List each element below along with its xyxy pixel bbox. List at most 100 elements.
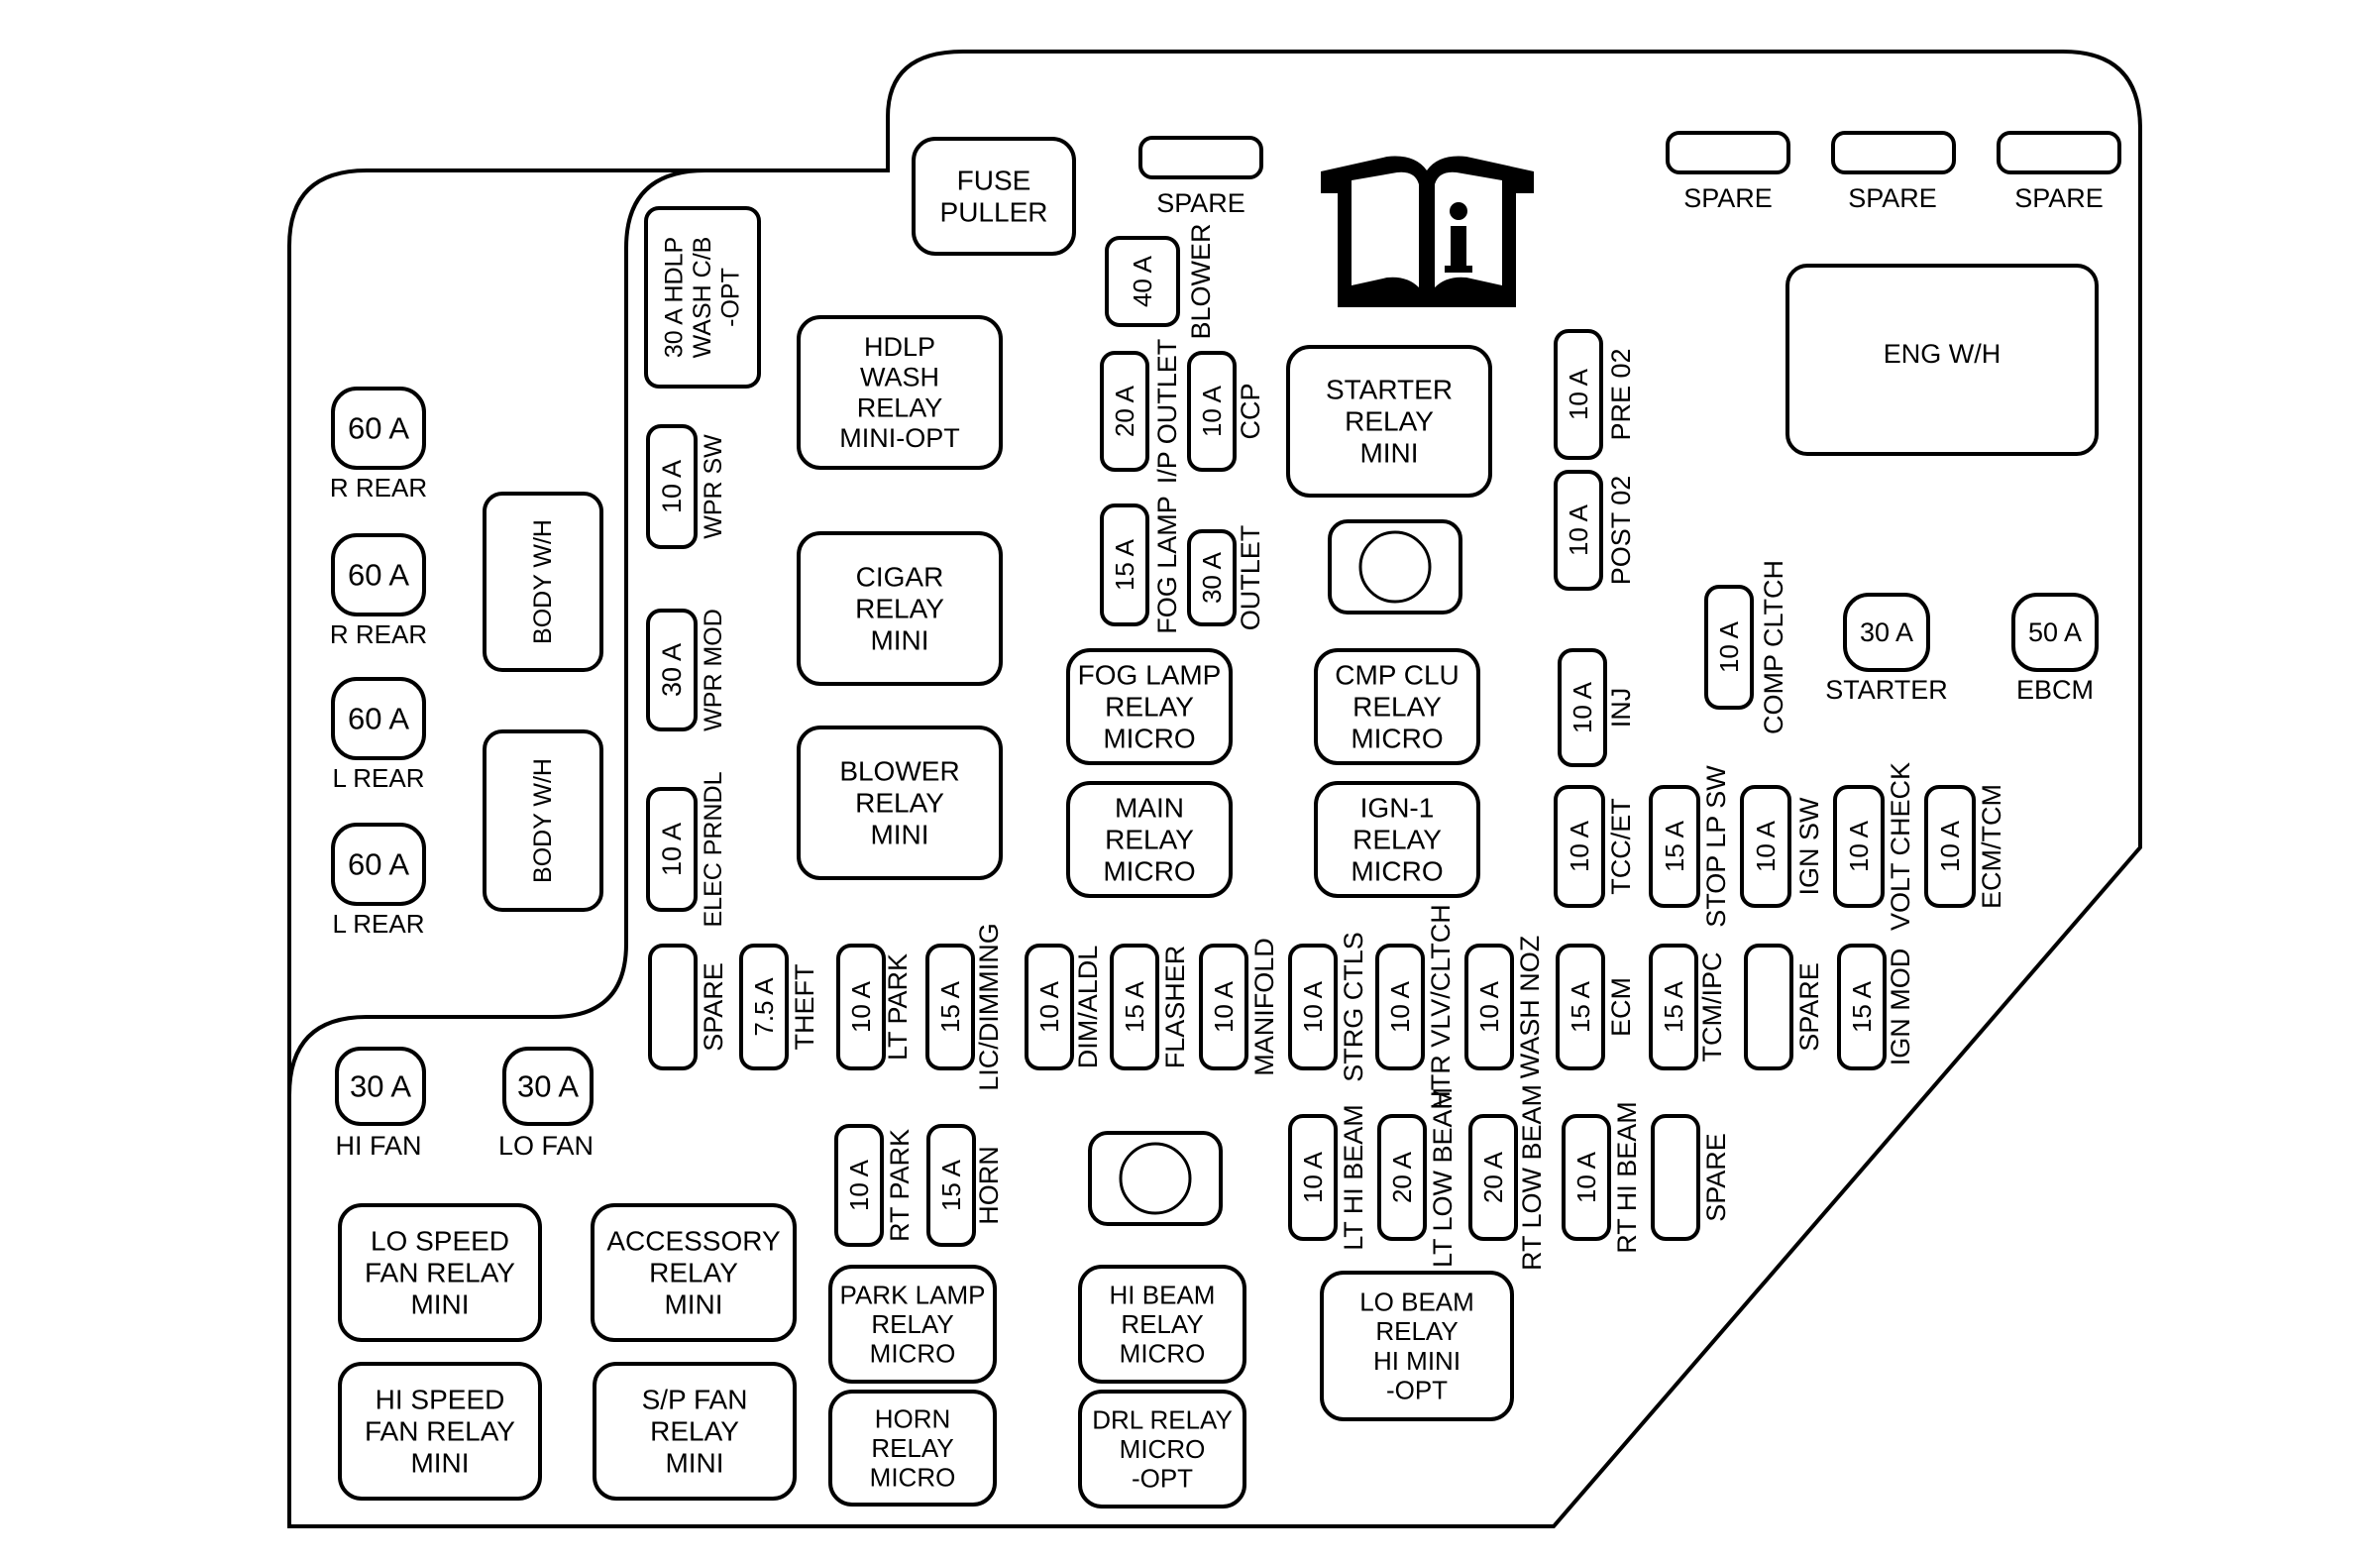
fuse-body	[646, 787, 698, 912]
fuse-rating: 15 A	[1660, 820, 1689, 872]
fuse-body	[1704, 585, 1754, 710]
spare-label: SPARE	[1848, 183, 1937, 213]
fuse-body	[1554, 329, 1603, 460]
fuse-circuit-label: STOP LP SW	[1701, 765, 1731, 928]
relay-body	[1066, 648, 1233, 765]
relay-body	[593, 1362, 797, 1501]
fuse-circuit-label: POST 02	[1606, 476, 1636, 586]
fuse-circuit-label: HTR VLV/CLTCH	[1426, 904, 1456, 1110]
relay-body	[828, 1390, 997, 1507]
fuse-circuit-label: INJ	[1606, 688, 1636, 728]
fuse-body	[1924, 785, 1976, 908]
fuse-body	[1375, 944, 1425, 1070]
fuse-circuit-label: LIC/DIMMING	[974, 923, 1004, 1091]
fuse-circuit-label: R REAR	[330, 473, 427, 503]
fuse-rating: 10 A	[846, 980, 876, 1033]
fuse-rating: 15 A	[1120, 980, 1149, 1033]
fuse-body	[1288, 1114, 1338, 1241]
fuse-body	[1744, 944, 1793, 1070]
relay-body	[1314, 648, 1480, 765]
fuse-rating: 10 A	[1298, 1151, 1328, 1203]
diode-icon-2	[1088, 1131, 1223, 1226]
spare-slot-top-1: SPARE	[1138, 136, 1263, 218]
fuse-body	[1833, 785, 1885, 908]
fuse-circuit-label: LT LOW BEAM	[1428, 1087, 1458, 1268]
fuse-rating: 30 A HDLPWASH C/B-OPT	[661, 237, 745, 359]
fuse-rating: 10 A	[1474, 980, 1504, 1033]
book-page-left	[1352, 171, 1419, 287]
fuse-body	[1110, 944, 1159, 1070]
fuse-circuit-label: L REAR	[333, 909, 425, 939]
relay-body	[1078, 1390, 1246, 1509]
fuse-rating: 30 A	[1197, 551, 1227, 604]
fuse-body	[1100, 503, 1149, 626]
fuse-rating: 30 A	[350, 1069, 411, 1104]
spare-slot-top-3: SPARE	[1831, 131, 1956, 213]
fuse-circuit-label: BLOWER	[1186, 223, 1216, 339]
fuse-rating: 10 A	[1565, 820, 1594, 872]
fuse-rating: 10 A	[1564, 368, 1593, 420]
fuse-body	[646, 424, 698, 549]
fuse-rating: 10 A	[1197, 385, 1227, 437]
fuse-body	[1105, 236, 1180, 327]
fuse-rating: 15 A	[1110, 538, 1139, 591]
fuse-circuit-label: IGN MOD	[1886, 949, 1915, 1066]
fuse-body	[1100, 351, 1149, 472]
fuse-body	[834, 1124, 884, 1247]
fuse-rating: 10 A	[657, 823, 687, 876]
relay-body	[828, 1265, 997, 1384]
fuse-body	[331, 677, 426, 760]
connector-label: BODY W/H	[529, 519, 557, 644]
fuse-circuit-label: STARTER	[1825, 675, 1948, 705]
fuse-circuit-label: SPARE	[1794, 962, 1824, 1052]
fuse-circuit-label: TCC/ET	[1606, 798, 1636, 895]
fuse-body	[648, 944, 698, 1070]
spare-slot	[1666, 131, 1790, 174]
fuse-rating: 10 A	[1571, 1151, 1601, 1203]
fuse-rating: 50 A	[2028, 617, 2082, 647]
fuse-circuit-label: HI FAN	[335, 1131, 421, 1161]
fuse-rating: 10 A	[1385, 980, 1415, 1033]
spare-slot	[1831, 131, 1956, 174]
info-stem	[1451, 226, 1466, 270]
fuse-rating: 10 A	[1034, 980, 1064, 1033]
fuse-rating: 10 A	[1751, 820, 1781, 872]
fuse-circuit-label: IGN SW	[1794, 797, 1824, 896]
spare-slot-top-4: SPARE	[1997, 131, 2121, 213]
fuse-circuit-label: LO FAN	[498, 1131, 594, 1161]
connector-body	[483, 729, 603, 912]
fuse-circuit-label: LT HI BEAM	[1339, 1104, 1368, 1251]
relay-body	[1066, 781, 1233, 898]
spare-slot	[1138, 136, 1263, 179]
fuse-rating: 60 A	[348, 847, 409, 882]
spare-label: SPARE	[1683, 183, 1773, 213]
fuse-body	[1288, 944, 1338, 1070]
fuse-body	[739, 944, 789, 1070]
fuse-body	[1558, 648, 1607, 767]
